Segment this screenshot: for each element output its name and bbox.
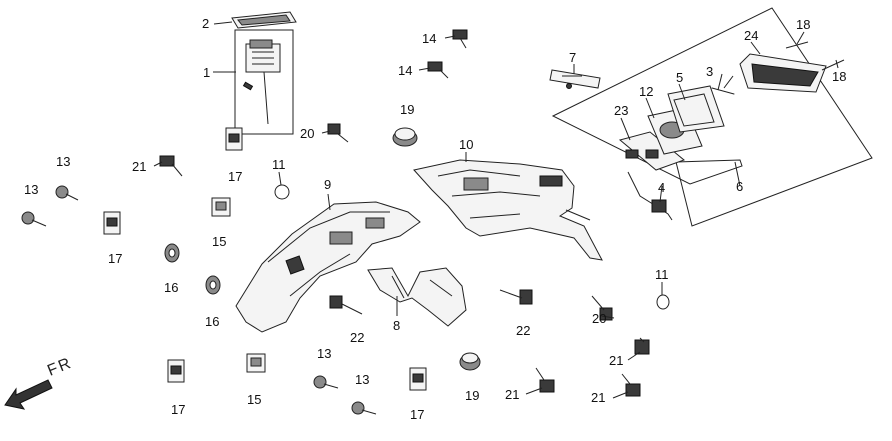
part-1-outline-box — [234, 29, 294, 135]
callout-4: 4 — [658, 180, 665, 195]
callout-14-lower: 14 — [398, 63, 412, 78]
part-20-bolt-upper — [327, 123, 349, 143]
front-direction-label: FR — [45, 354, 75, 379]
part-10-rear-fender — [413, 159, 603, 261]
part-21-bolt-c — [535, 367, 555, 393]
callout-labels: 2 1 3 4 5 6 7 8 9 10 11 11 12 13 13 13 1… — [24, 16, 846, 422]
part-9-fender — [235, 201, 421, 333]
callout-13-b: 13 — [24, 182, 38, 197]
callout-20-lower: 20 — [592, 311, 606, 326]
part-16-washer-lower — [205, 275, 221, 295]
callout-23: 23 — [614, 103, 628, 118]
callout-17-d: 17 — [410, 407, 424, 422]
part-19-nut-lower — [459, 352, 481, 371]
callout-19-upper: 19 — [400, 102, 414, 117]
part-23-light-housing — [618, 131, 685, 171]
callout-21-b: 21 — [609, 353, 623, 368]
callout-6: 6 — [736, 179, 743, 194]
part-21-bolt-a — [159, 155, 183, 177]
part-17-clip-a — [225, 127, 243, 151]
callout-14-upper: 14 — [422, 31, 436, 46]
callout-5: 5 — [676, 70, 683, 85]
part-11-ring-lower — [656, 294, 670, 310]
callout-17-c: 17 — [171, 402, 185, 417]
callout-22-left: 22 — [350, 330, 364, 345]
part-24-housing — [739, 53, 827, 93]
callout-24: 24 — [744, 28, 758, 43]
part-13-screw-b — [21, 211, 47, 227]
callout-21-d: 21 — [591, 390, 605, 405]
part-3-bulb — [711, 87, 735, 95]
part-11-ring-upper — [274, 184, 290, 200]
callout-16-upper: 16 — [164, 280, 178, 295]
callout-22-right: 22 — [516, 323, 530, 338]
part-16-washer-upper — [164, 243, 180, 263]
callout-7: 7 — [569, 50, 576, 65]
callout-19-lower: 19 — [465, 388, 479, 403]
callout-12: 12 — [639, 84, 653, 99]
part-22-bolt-left — [329, 295, 363, 315]
leader-lines — [153, 21, 839, 399]
callout-16-lower: 16 — [205, 314, 219, 329]
part-13-screw-d — [351, 401, 377, 415]
callout-15-upper: 15 — [212, 234, 226, 249]
part-17-clip-c — [167, 359, 185, 383]
callout-1: 1 — [203, 65, 210, 80]
callout-13-c: 13 — [317, 346, 331, 361]
part-13-screw-a — [55, 185, 79, 201]
part-7-bracket — [549, 69, 601, 89]
part-15-clip-lower — [246, 353, 266, 373]
callout-13-d: 13 — [355, 372, 369, 387]
part-13-screw-c — [313, 375, 339, 389]
callout-18-lower: 18 — [832, 69, 846, 84]
callout-2: 2 — [202, 16, 209, 31]
callout-9: 9 — [324, 177, 331, 192]
callout-18-upper: 18 — [796, 17, 810, 32]
callout-20-upper: 20 — [300, 126, 314, 141]
part-14-bolt-lower — [427, 61, 449, 79]
part-5-plate — [667, 85, 725, 133]
callout-15-lower: 15 — [247, 392, 261, 407]
part-21-bolt-d — [621, 373, 641, 397]
callout-17-a: 17 — [228, 169, 242, 184]
part-4-wire — [627, 171, 673, 221]
callout-17-b: 17 — [108, 251, 122, 266]
part-18-screw-lower — [821, 59, 845, 71]
callout-11-upper: 11 — [272, 157, 286, 172]
part-19-nut-upper — [392, 127, 418, 147]
part-17-clip-d — [409, 367, 427, 391]
part-15-clip-upper — [211, 197, 231, 217]
part-18-screw-upper — [785, 41, 809, 49]
callout-21-c: 21 — [505, 387, 519, 402]
part-22-bolt-right — [499, 289, 533, 305]
front-direction-arrow-icon — [4, 379, 53, 410]
part-14-bolt-upper — [452, 29, 468, 49]
part-21-bolt-b — [634, 337, 650, 355]
callout-11-lower: 11 — [655, 267, 669, 282]
part-1-module — [242, 39, 281, 125]
part-17-clip-b — [103, 211, 121, 235]
callout-10: 10 — [459, 137, 473, 152]
callout-3: 3 — [706, 64, 713, 79]
callout-8: 8 — [393, 318, 400, 333]
part-2-plate — [231, 11, 297, 29]
callout-21-a: 21 — [132, 159, 146, 174]
part-8-bracket — [367, 267, 467, 327]
callout-13-a: 13 — [56, 154, 70, 169]
